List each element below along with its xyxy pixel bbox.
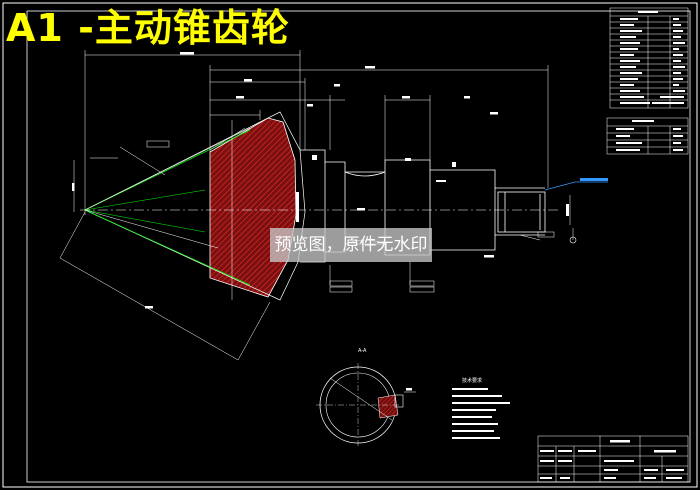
pitch-cone-lower [84, 209, 251, 286]
pitch-cone-upper [84, 129, 251, 211]
title-block-text [540, 440, 684, 479]
leader-angle [209, 127, 246, 151]
tech-requirements-title: 技术要求 [462, 377, 482, 384]
cone-length-ext1 [59, 211, 86, 259]
groove-upper [344, 171, 386, 177]
cone-line-b [84, 189, 206, 211]
param-rows [610, 21, 688, 101]
cone-length-ext2 [237, 301, 271, 361]
preview-watermark: 预览图，原件无水印 [270, 228, 432, 262]
gear-parameter-table [609, 7, 689, 109]
param-table-text [620, 11, 685, 104]
callout-box-upper [146, 140, 170, 148]
cone-length-dim [59, 257, 239, 361]
inner-border [26, 10, 691, 483]
thread-leader [544, 178, 608, 244]
section-a-a: A-A [316, 348, 416, 447]
drawing-title: A1 -主动锥齿轮 [6, 6, 290, 50]
leader-upper [119, 146, 166, 176]
dimension-texts [72, 52, 498, 309]
tech-requirements: 技术要求 [452, 377, 510, 439]
gear-section-hatch [209, 117, 297, 298]
shaft-upper-profile [300, 149, 545, 189]
title-block [537, 435, 689, 483]
keyway-slot [394, 394, 404, 408]
secondary-table-text [616, 120, 683, 151]
tolerance-callouts [329, 231, 555, 293]
gear-tooth-outline [84, 111, 306, 301]
section-diag [329, 377, 393, 421]
cone-line-c [84, 209, 219, 249]
secondary-table [606, 117, 689, 155]
top-dimensions [84, 50, 549, 300]
bevel-gear-view [59, 111, 306, 361]
shaft-thread-end [497, 191, 546, 233]
section-label: A-A [358, 348, 367, 354]
cone-angle-line [84, 127, 251, 211]
cone-line-a [84, 209, 206, 233]
